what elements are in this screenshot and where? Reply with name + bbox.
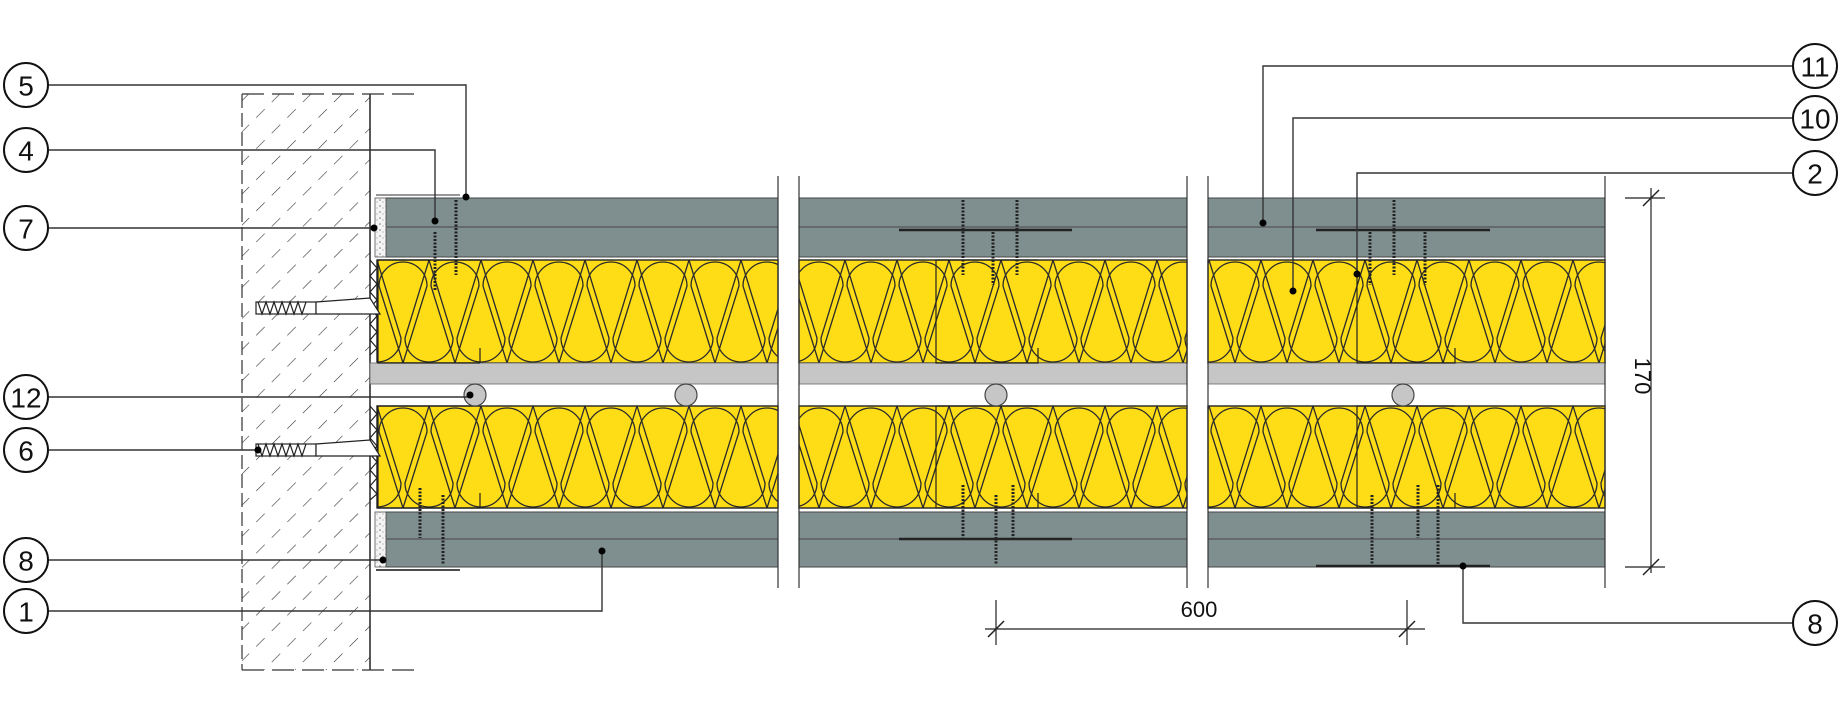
section-1 [369,194,779,571]
c-stud [935,259,1039,364]
callouts-left: 5 4 7 12 6 8 1 [3,62,49,634]
callout-11: 11 [1792,43,1838,89]
callouts-right: 11 10 2 8 [1792,43,1838,646]
svg-text:5: 5 [18,71,34,102]
c-stud [1356,259,1456,364]
svg-text:8: 8 [18,546,34,577]
callout-12: 12 [3,374,49,420]
callout-8-left: 8 [3,537,49,583]
callout-10: 10 [1792,95,1838,141]
section-2 [798,197,1188,568]
callout-6: 6 [3,427,49,473]
masonry-wall [241,93,418,671]
svg-text:2: 2 [1807,159,1823,190]
screws [418,200,1440,565]
svg-text:6: 6 [18,436,34,467]
service-pipes [463,383,1415,407]
svg-text:7: 7 [18,214,34,245]
callout-1: 1 [3,588,49,634]
svg-text:11: 11 [1800,52,1829,83]
svg-text:1: 1 [18,597,34,628]
wall-sections [255,176,1606,588]
dimension-170: 170 [1625,188,1665,576]
callout-2: 2 [1792,150,1838,196]
break-lines [777,176,1606,588]
callout-7: 7 [3,205,49,251]
svg-text:8: 8 [1807,609,1823,640]
dimension-600-text: 600 [1181,597,1218,622]
wall-anchors [255,297,382,458]
svg-text:12: 12 [10,383,41,414]
svg-text:4: 4 [18,136,34,167]
callout-8-right: 8 [1792,600,1838,646]
section-3 [1207,197,1606,568]
callout-5: 5 [3,62,49,108]
leader-lines [48,65,1793,624]
dimension-600: 600 [985,597,1425,645]
callout-4: 4 [3,127,49,173]
dimension-170-text: 170 [1630,358,1655,395]
svg-text:10: 10 [1799,104,1830,135]
